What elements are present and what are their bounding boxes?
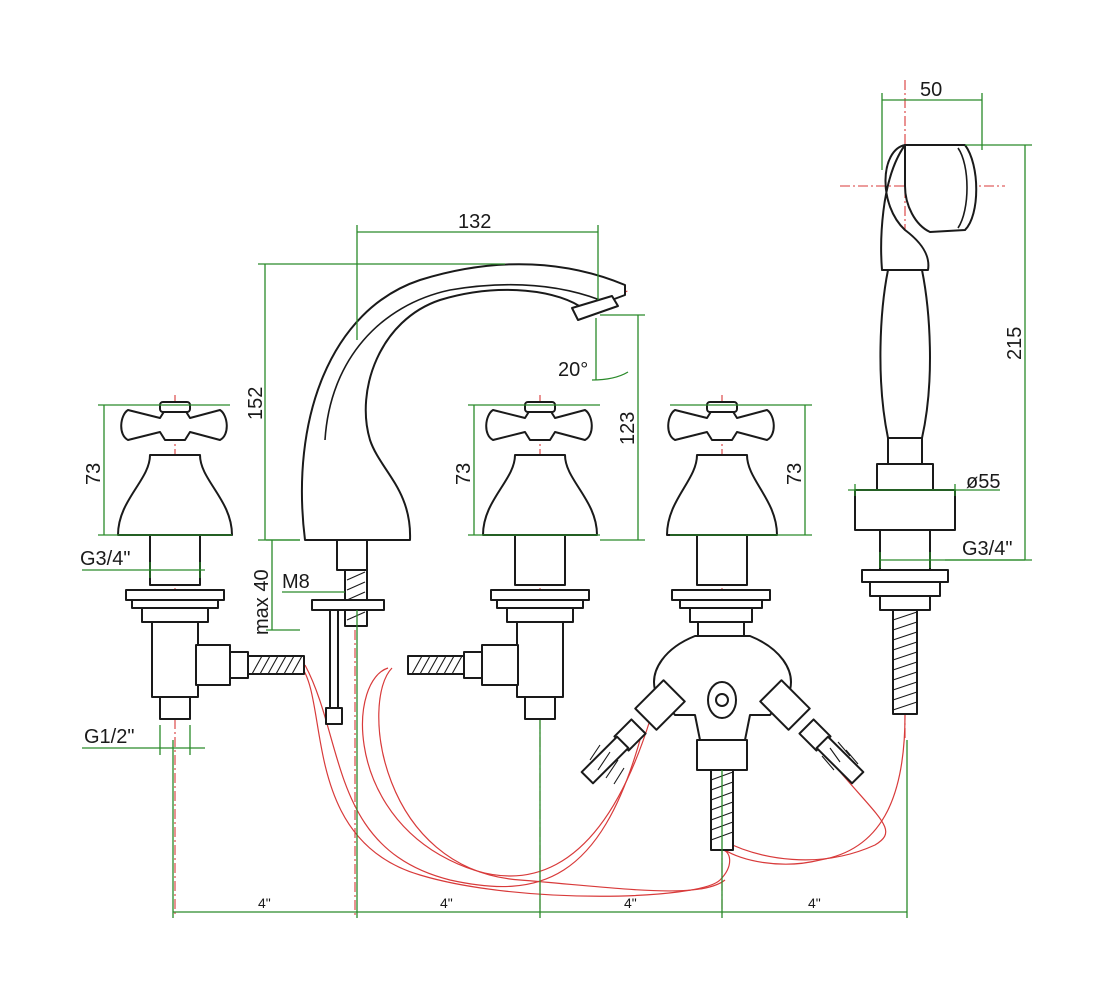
dim-label-handle-height-mid: 73: [453, 463, 475, 485]
left-valve-handle: [120, 409, 228, 441]
left-valve-body: [117, 454, 233, 536]
dim-label-spacing-1: 4": [258, 895, 271, 911]
dim-label-handle-height-left: 73: [83, 463, 105, 485]
spout: [300, 263, 626, 725]
dim-label-inlet-thread-left: G3/4": [80, 548, 130, 570]
dim-label-handshower-flange: ø55: [966, 471, 1000, 493]
dim-label-inlet-thread-right: G3/4": [962, 538, 1012, 560]
hand-shower-head: [880, 144, 930, 271]
dim-label-spout-width: 132: [458, 211, 491, 233]
dim-label-rod-thread: M8: [282, 571, 310, 593]
spout-rod: [329, 609, 339, 711]
diverter-valve-body: [666, 454, 778, 536]
diverter-valve: [580, 401, 865, 851]
dim-label-spacing-4: 4": [808, 895, 821, 911]
left-valve: [117, 401, 305, 720]
hoses: [299, 664, 906, 897]
dim-label-handle-height-right: 73: [784, 463, 806, 485]
dimension-labels: 132 152 123 20° 50 215 ø55 73 73 73 G3/4…: [80, 79, 1026, 911]
dim-label-handshower-width: 50: [920, 79, 942, 101]
hand-shower-hose: [892, 609, 918, 715]
diverter-right-branch: [759, 679, 865, 785]
diverter-valve-handle: [667, 409, 775, 441]
dim-label-spout-height: 152: [245, 387, 267, 420]
middle-valve-body: [482, 454, 598, 536]
left-valve-elbow: [195, 644, 249, 686]
left-valve-hose-braid: [247, 655, 305, 675]
spout-body: [300, 263, 626, 541]
dim-label-outlet-height: 123: [617, 412, 639, 445]
middle-valve: [407, 401, 598, 720]
dim-label-spacing-2: 4": [440, 895, 453, 911]
hand-shower-handle: [879, 269, 931, 439]
dim-label-max-deck: max 40: [251, 569, 273, 635]
diverter-left-branch: [580, 679, 686, 785]
dim-label-handshower-height: 215: [1004, 327, 1026, 360]
dim-label-spacing-3: 4": [624, 895, 637, 911]
dim-label-outlet-thread: G1/2": [84, 726, 134, 748]
dim-label-spout-angle: 20°: [558, 359, 588, 381]
spout-aerator: [571, 295, 619, 321]
hand-shower: [854, 144, 978, 715]
middle-valve-handle: [485, 409, 593, 441]
dimension-lines: [82, 93, 1032, 918]
